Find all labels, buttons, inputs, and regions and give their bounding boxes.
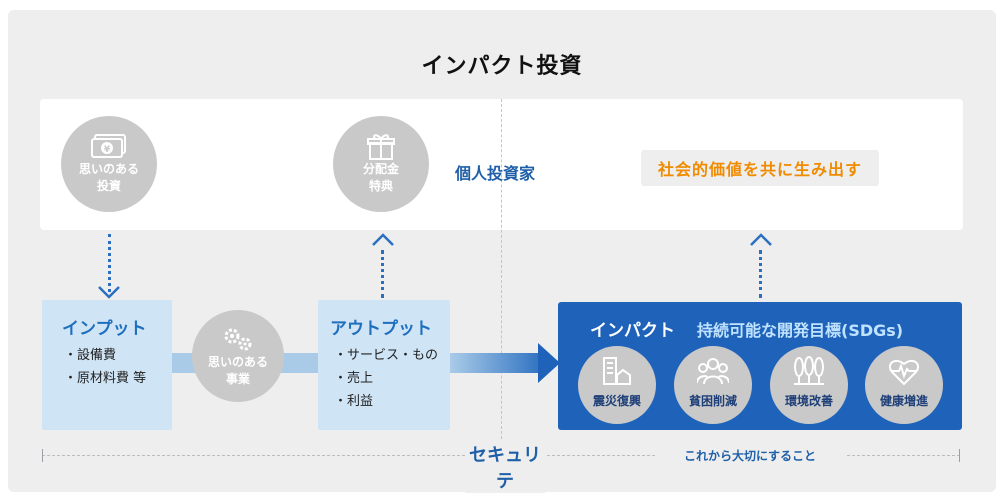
baseline-tick-right	[959, 449, 960, 462]
center-divider	[501, 99, 502, 439]
business-label-line1: 思いのある	[207, 355, 268, 369]
money-icon: ¥	[91, 134, 126, 158]
investment-label-line1: 思いのある	[78, 162, 139, 176]
output-box: アウトプット ・サービス・もの ・売上 ・利益	[318, 300, 450, 430]
dividend-label-line2: 特典	[368, 179, 393, 193]
dividend-label-line1: 分配金	[362, 162, 399, 176]
up-arrow-icon	[372, 233, 394, 246]
sdg-label: 健康増進	[879, 394, 928, 408]
down-arrow-icon	[98, 286, 120, 299]
trees-icon	[794, 356, 824, 385]
investment-arrow-line	[108, 234, 111, 292]
sdg-circle-environment: 環境改善	[770, 346, 848, 424]
impact-subtitle: 持続可能な開発目標(SDGs)	[697, 321, 904, 340]
input-list: ・設備費 ・原材料費 等	[64, 344, 146, 390]
sdg-circle-poverty: 貧困削減	[674, 346, 752, 424]
input-box: インプット ・設備費 ・原材料費 等	[42, 300, 172, 430]
business-label-line2: 事業	[225, 372, 250, 386]
input-item: ・設備費	[64, 348, 117, 363]
investment-label-line2: 投資	[96, 179, 121, 193]
up-arrow-icon	[750, 233, 772, 246]
gears-icon	[224, 328, 252, 351]
people-icon	[697, 358, 729, 385]
output-list: ・サービス・もの ・売上 ・利益	[334, 344, 438, 413]
social-value-text: 社会的価値を共に生み出す	[657, 160, 862, 179]
sdg-circle-health: 健康増進	[865, 346, 943, 424]
brand-logo: セキュリテ	[465, 441, 545, 493]
flow-band-right	[450, 353, 545, 373]
flow-arrow-head	[538, 343, 560, 383]
output-item: ・サービス・もの	[334, 348, 439, 363]
dividend-arrow-line	[381, 250, 384, 298]
business-circle: 思いのある 事業	[192, 310, 284, 402]
heart-pulse-icon	[888, 359, 920, 386]
investor-label: 個人投資家	[455, 164, 536, 183]
output-item: ・利益	[334, 394, 374, 409]
input-item: ・原材料費 等	[64, 371, 147, 386]
output-item: ・売上	[334, 371, 374, 386]
input-title: インプット	[62, 319, 147, 339]
sdg-label: 貧困削減	[688, 394, 737, 408]
sdg-circle-reconstruction: 震災復興	[578, 346, 656, 424]
buildings-icon	[603, 357, 631, 385]
impact-title: インパクト	[590, 321, 675, 341]
impact-arrow-line	[759, 250, 762, 298]
footer-caption: これから大切にすること	[655, 447, 845, 464]
gift-icon	[367, 134, 395, 160]
diagram-title: インパクト投資	[421, 54, 583, 79]
dividend-circle: 分配金 特典	[333, 116, 429, 212]
output-title: アウトプット	[330, 319, 432, 339]
baseline-tick-left	[42, 449, 43, 462]
sdg-label: 環境改善	[784, 394, 833, 408]
investment-circle: ¥ 思いのある 投資	[61, 116, 157, 212]
social-value-pill: 社会的価値を共に生み出す	[641, 150, 879, 186]
sdg-label: 震災復興	[592, 394, 641, 408]
svg-text:¥: ¥	[104, 145, 111, 155]
